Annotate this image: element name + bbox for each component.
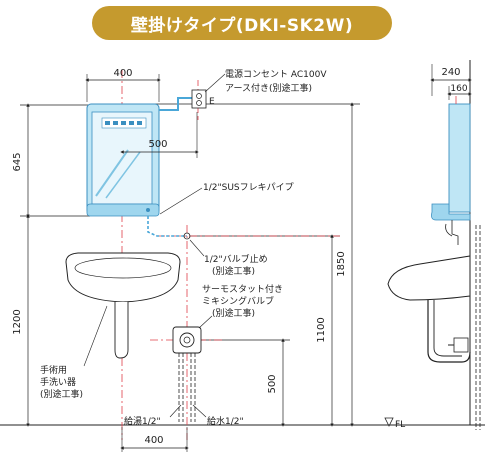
side-mixing-valve [453, 337, 469, 353]
panel-button [129, 121, 134, 125]
glass-reflection [95, 149, 129, 197]
valve-label-1: 1/2"バルブ止め [204, 253, 268, 265]
panel-button [105, 121, 110, 125]
cold-leader [192, 404, 207, 418]
power-cable [159, 97, 192, 111]
sink-trap [114, 302, 129, 359]
side-trap-inner [433, 300, 462, 357]
flex-pipe [147, 216, 187, 237]
dim-side-depth-label: 240 [441, 67, 460, 78]
outlet-box [191, 89, 207, 109]
dim-mount-height-label: 1200 [12, 309, 23, 334]
panel-button [121, 121, 126, 125]
mixer-label-2: ミキシングバルブ [202, 295, 274, 307]
dim-valve-height-label: 1100 [316, 317, 327, 342]
title-banner: 壁掛けタイプ(DKI-SK2W) [92, 6, 392, 40]
floor-triangle-icon [384, 417, 394, 427]
side-heater-base [431, 203, 471, 221]
earth-mark: E [209, 97, 215, 107]
outlet-socket-icon [196, 93, 202, 99]
sink-leader [83, 305, 108, 367]
sink-label-1: 手術用 [40, 364, 67, 376]
outlet-label-2: アース付き(別途工事) [225, 82, 312, 94]
dim-heater-height-label: 645 [12, 152, 23, 171]
glass-reflection [105, 151, 141, 199]
mixer-label-1: サーモスタット付き [202, 284, 283, 295]
page-title: 壁掛けタイプ(DKI-SK2W) [130, 15, 354, 36]
heater-base [86, 203, 160, 217]
hot-leader [169, 404, 182, 418]
dim-bottom-width-label: 400 [144, 435, 163, 446]
dim-side-inner-label: 160 [450, 84, 467, 94]
dim-total-height-label: 1850 [336, 251, 347, 276]
side-sink [387, 255, 471, 301]
valve-label-2: (別途工事) [212, 265, 255, 277]
sink-basin [65, 252, 181, 303]
panel-button [137, 121, 142, 125]
side-heater [448, 103, 471, 213]
mixing-valve [172, 326, 202, 354]
dim-pipe-height-label: 500 [267, 374, 278, 393]
dim-top-width-label: 400 [113, 68, 132, 79]
side-pipe [451, 220, 459, 245]
sink-rim [74, 257, 172, 279]
mixer-leader [198, 315, 213, 329]
stop-valve-icon [183, 232, 191, 240]
dim-offset-label: 500 [148, 139, 167, 150]
mixing-valve-dial-icon [179, 332, 195, 348]
outlet-leader-line [204, 73, 226, 93]
hot-water-label: 給湯1/2" [124, 415, 161, 427]
panel-button [113, 121, 118, 125]
flex-pipe-label: 1/2"SUSフレキパイプ [203, 182, 294, 193]
mixing-valve-center-icon [183, 336, 191, 344]
heater-outlet [146, 208, 150, 212]
sink-label-3: (別途工事) [40, 388, 83, 400]
floor-label: FL [395, 420, 405, 430]
flex-pipe-leader [159, 187, 203, 215]
mixer-label-3: (別途工事) [212, 307, 255, 319]
cold-water-label: 給水1/2" [207, 415, 244, 427]
sink-label-2: 手洗い器 [40, 376, 76, 388]
valve-leader [189, 239, 205, 257]
side-pipe [445, 223, 453, 237]
outlet-label-1: 電源コンセント AC100V [225, 69, 327, 80]
outlet-socket-icon [196, 100, 202, 106]
side-trap [427, 300, 471, 363]
